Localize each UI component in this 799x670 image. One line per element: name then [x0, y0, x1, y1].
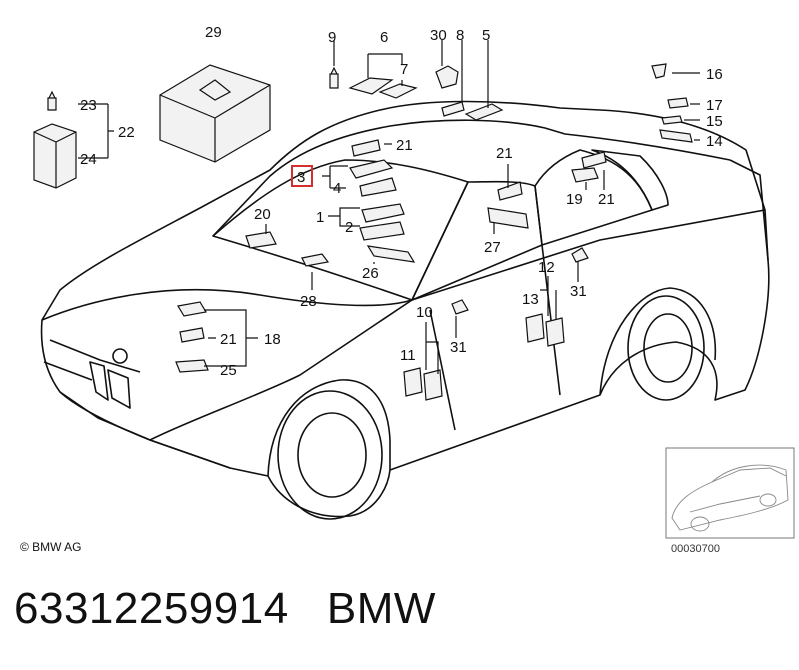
part-21d-sketch — [179, 327, 205, 343]
part-18-sketch — [177, 301, 207, 317]
part-21b-sketch — [497, 181, 523, 201]
part-21c-sketch — [581, 151, 607, 169]
part-17-sketch — [667, 97, 689, 109]
part-27-sketch — [487, 207, 529, 229]
callout-5: 5 — [482, 27, 490, 44]
part-4-sketch — [359, 177, 397, 197]
callout-21b: 21 — [496, 145, 513, 162]
thumbnail-inset — [665, 447, 795, 539]
part-3-sketch — [349, 159, 394, 179]
callout-3: 3 — [297, 169, 305, 186]
part-31b-sketch — [571, 247, 589, 263]
part-9-sketch — [329, 66, 339, 89]
callout-13: 13 — [522, 291, 539, 308]
highlight-box — [291, 165, 313, 187]
leader-lines — [78, 40, 700, 374]
part-14-sketch — [659, 129, 693, 143]
callout-10: 10 — [416, 304, 433, 321]
callout-22: 22 — [118, 124, 135, 141]
callout-27: 27 — [484, 239, 501, 256]
callout-25: 25 — [220, 362, 237, 379]
callout-30: 30 — [430, 27, 447, 44]
brand-name: BMW — [326, 584, 436, 633]
callout-9: 9 — [328, 29, 336, 46]
part-number-line: 63312259914 BMW — [14, 584, 436, 634]
callout-4: 4 — [333, 180, 341, 197]
part-23-sketch — [47, 90, 57, 111]
callout-7: 7 — [400, 61, 408, 78]
part-31a-sketch — [451, 299, 469, 315]
part-11-sketch — [423, 369, 443, 401]
part-25-sketch — [175, 359, 209, 373]
callout-23: 23 — [80, 97, 97, 114]
part-1-sketch — [361, 203, 405, 223]
thumbnail-code: 00030700 — [671, 543, 720, 555]
callout-26: 26 — [362, 265, 379, 282]
part-16-sketch — [651, 63, 667, 79]
car-illustration — [40, 100, 770, 520]
part-19-sketch — [571, 167, 599, 183]
part-21a-sketch — [351, 139, 381, 157]
callout-28: 28 — [300, 293, 317, 310]
callout-31b: 31 — [450, 339, 467, 356]
part-5-sketch — [464, 103, 504, 121]
callout-17: 17 — [706, 97, 723, 114]
callout-labels: 29 9 6 30 8 5 7 16 23 22 24 17 15 14 21 … — [80, 24, 723, 379]
part-30-sketch — [435, 65, 459, 89]
callout-6: 6 — [380, 29, 388, 46]
part-12-sketch — [525, 313, 545, 343]
callout-21a: 21 — [396, 137, 413, 154]
callout-20: 20 — [254, 206, 271, 223]
callout-1: 1 — [316, 209, 324, 226]
callout-18: 18 — [264, 331, 281, 348]
callout-29: 29 — [205, 24, 222, 41]
callout-21d: 21 — [220, 331, 237, 348]
part-10-sketch — [403, 367, 423, 397]
callout-21c: 21 — [598, 191, 615, 208]
part-26-sketch — [366, 245, 416, 263]
callout-2: 2 — [345, 219, 353, 236]
callout-19: 19 — [566, 191, 583, 208]
callout-24: 24 — [80, 151, 97, 168]
callout-31a: 31 — [570, 283, 587, 300]
copyright-text: © BMW AG — [20, 540, 82, 554]
callout-14: 14 — [706, 133, 723, 150]
part-sketches — [33, 63, 693, 401]
part-29-sketch — [159, 64, 271, 163]
callout-16: 16 — [706, 66, 723, 83]
callout-11: 11 — [400, 347, 416, 364]
part-8-sketch — [441, 101, 465, 117]
part-20-sketch — [245, 231, 277, 249]
part-7-sketch — [378, 83, 418, 99]
callout-12: 12 — [538, 259, 555, 276]
part-13-sketch — [545, 317, 565, 347]
part-15-sketch — [661, 115, 683, 125]
part-24-sketch — [33, 123, 77, 189]
callout-15: 15 — [706, 113, 723, 130]
part-6-sketch — [348, 77, 394, 95]
callout-8: 8 — [456, 27, 464, 44]
part-2-sketch — [359, 221, 405, 241]
part-28-sketch — [301, 253, 330, 267]
part-number: 63312259914 — [14, 584, 289, 633]
